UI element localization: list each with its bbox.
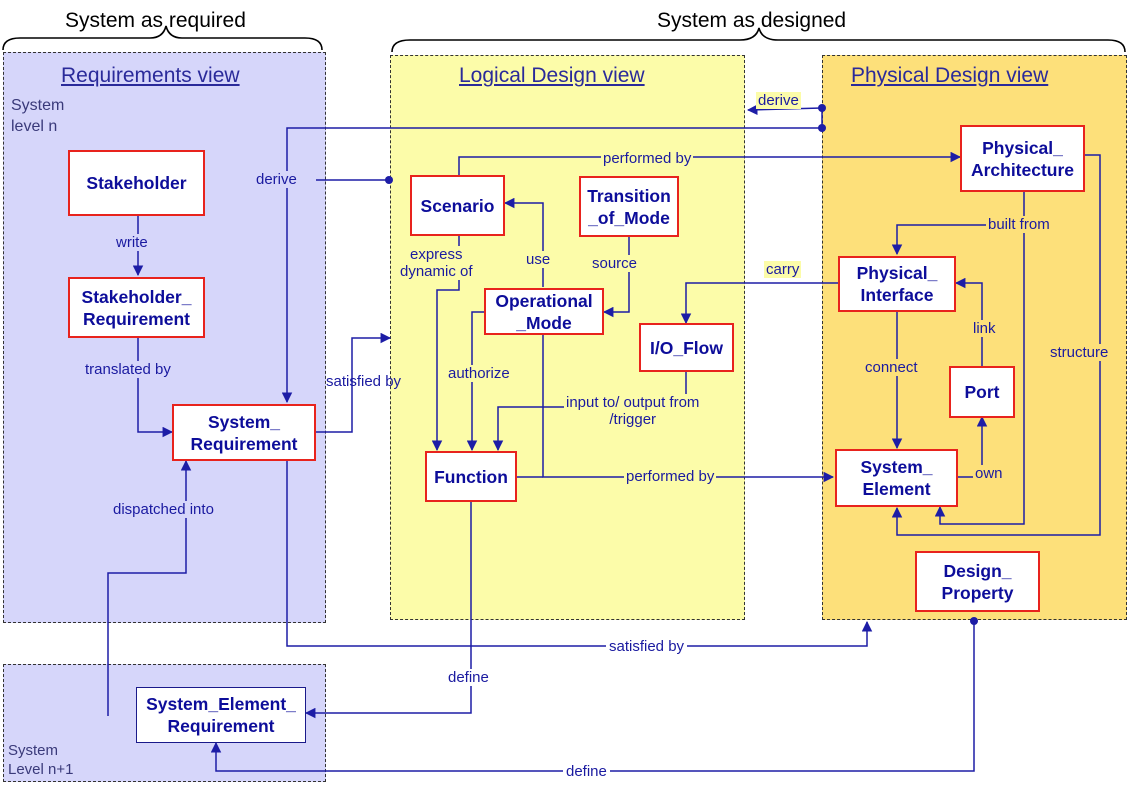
system-requirement-box: System_ Requirement [172,404,316,461]
label-satisfied-by-logical: satisfied by [326,373,402,390]
label-input-output: input to/ output from /trigger [564,394,702,428]
stakeholder-requirement-box: Stakeholder_ Requirement [68,277,205,338]
stakeholder-box: Stakeholder [68,150,205,216]
dot-derive-mid [818,124,826,132]
label-performed-by-mid: performed by [624,468,717,485]
header-braces [2,25,1126,53]
conn-built-from-element [934,225,1025,525]
dot-derive-left [385,176,393,184]
conn-define-function [304,502,472,719]
label-link: link [971,320,998,337]
label-performed-by-top: performed by [601,150,694,167]
conn-define-property [210,620,975,772]
label-carry: carry [764,261,802,278]
conn-structure [891,154,1101,536]
label-define-function: define [446,669,491,686]
label-translated-by: translated by [83,361,173,378]
conn-satisfied-by-bottom [286,461,873,647]
label-derive-left: derive [254,171,299,188]
label-built-from: built from [986,216,1052,233]
conn-link [954,277,983,366]
io-flow-box: I/O_Flow [639,323,734,372]
label-dispatched-into: dispatched into [111,501,216,518]
function-box: Function [425,451,517,502]
label-authorize: authorize [446,365,512,382]
conn-use [503,197,544,287]
design-property-box: Design_ Property [915,551,1040,612]
physical-interface-box: Physical_ Interface [838,256,956,312]
conn-derive-system-requirement [281,127,822,404]
label-derive-top: derive [756,92,801,109]
system-level-n-label: System level n [11,97,65,135]
system-level-n1-label: System Level n+1 [8,742,74,778]
conn-performed-by-top [458,151,962,180]
label-use: use [524,251,553,268]
system-element-requirement-box: System_Element_ Requirement [136,687,306,743]
label-express-dynamic-of: express dynamic of [400,246,473,280]
label-own: own [973,465,1005,482]
label-write: write [114,234,150,251]
conn-source [602,237,630,318]
label-satisfied-by-bottom: satisfied by [606,638,688,655]
conn-authorize [466,311,488,452]
conn-built-from [891,192,1025,256]
conn-dispatched-into [107,459,192,716]
header-system-as-required: System as required [65,9,246,32]
dot-derive-top [818,104,826,112]
physical-architecture-box: Physical_ Architecture [960,125,1085,192]
label-source: source [590,255,640,272]
dot-design-property [970,617,978,625]
conn-translated-by [137,338,174,438]
scenario-box: Scenario [410,175,505,236]
label-define-property: define [563,763,610,780]
label-connect: connect [863,359,920,376]
transition-of-mode-box: Transition _of_Mode [579,176,679,237]
requirements-view-title: Requirements view [61,64,240,87]
header-system-as-designed: System as designed [657,9,847,32]
conn-carry [680,282,838,325]
label-structure: structure [1048,344,1111,361]
port-box: Port [949,366,1015,418]
conn-satisfied-by-logical [316,332,392,433]
operational-mode-box: Operational _Mode [484,288,604,335]
conn-derive-top [746,104,823,115]
logical-design-view-title: Logical Design view [459,64,645,87]
system-element-box: System_ Element [835,449,958,507]
physical-design-view-title: Physical Design view [851,64,1049,87]
